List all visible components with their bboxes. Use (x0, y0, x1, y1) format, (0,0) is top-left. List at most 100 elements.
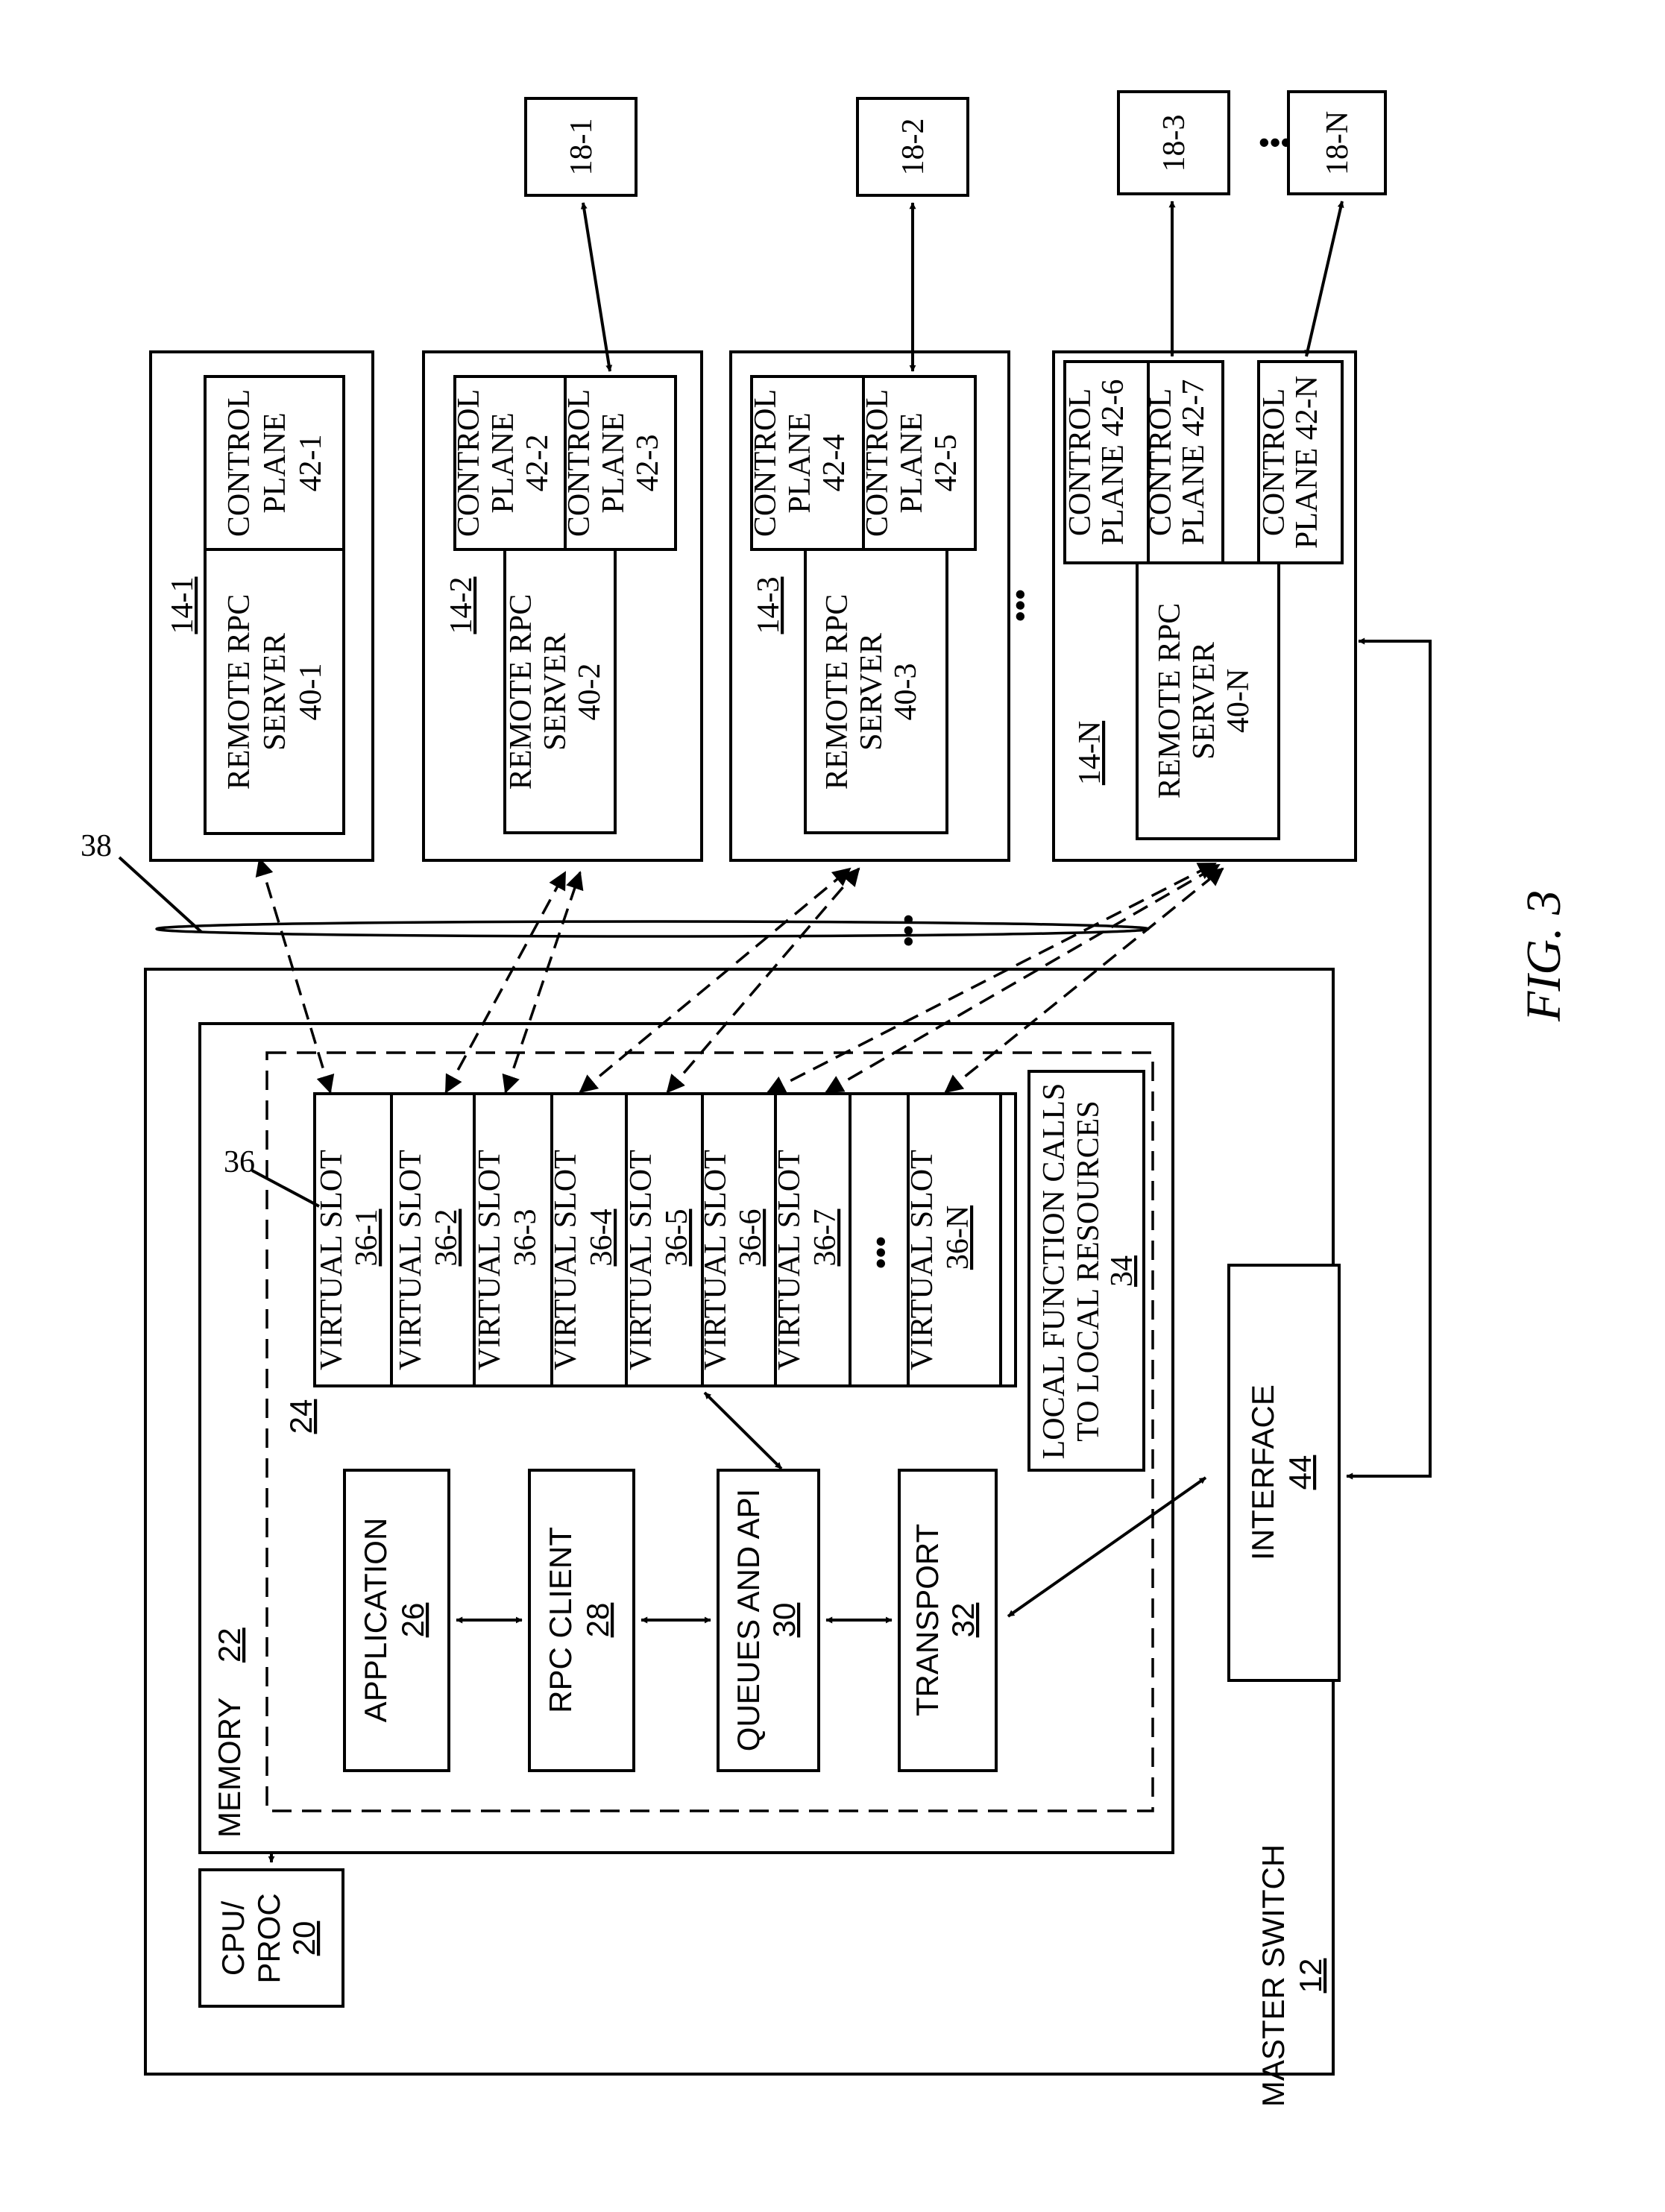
svg-text:QUEUES AND API: QUEUES AND API (731, 1489, 766, 1751)
svg-text:36-4: 36-4 (585, 1209, 619, 1267)
software-ref: 24 (283, 1399, 318, 1434)
remote-switch-14-1: 14-1 REMOTE RPC SERVER 40-1 CONTROL PLAN… (151, 352, 373, 860)
link-bundle-ref: 38 (81, 829, 112, 863)
cpu-proc: CPU/ PROC 20 (200, 1870, 343, 2006)
svg-text:CONTROL: CONTROL (1144, 388, 1178, 536)
svg-text:REMOTE RPC: REMOTE RPC (820, 594, 854, 790)
svg-text:36-1: 36-1 (350, 1209, 384, 1267)
svg-text:36-6: 36-6 (734, 1209, 768, 1267)
svg-text:32: 32 (945, 1603, 981, 1638)
svg-text:14-2: 14-2 (444, 577, 479, 634)
virtual-slots-table: VIRTUAL SLOT 36-1 VIRTUAL SLOT 36-2 VIRT… (315, 1094, 1016, 1386)
svg-text:SERVER: SERVER (258, 633, 292, 751)
svg-text:VIRTUAL SLOT: VIRTUAL SLOT (905, 1150, 939, 1370)
svg-text:SERVER: SERVER (1187, 642, 1221, 760)
svg-text:34: 34 (1105, 1255, 1139, 1287)
svg-text:TO LOCAL RESOURCES: TO LOCAL RESOURCES (1071, 1100, 1106, 1441)
remote-switch-14-3: 14-3 REMOTE RPC SERVER 40-3 CONTROL PLAN… (731, 352, 1009, 860)
svg-text:20: 20 (286, 1921, 321, 1956)
svg-text:44: 44 (1282, 1455, 1318, 1490)
svg-text:PLANE: PLANE (597, 412, 631, 513)
svg-text:40-2: 40-2 (573, 664, 607, 721)
master-switch-label: MASTER SWITCH (1256, 1844, 1291, 2107)
device-18-N: 18-N (1288, 92, 1385, 194)
svg-text:VIRTUAL SLOT: VIRTUAL SLOT (624, 1150, 658, 1370)
svg-text:18-N: 18-N (1321, 111, 1355, 175)
queues-api-box: QUEUES AND API 30 (718, 1470, 819, 1771)
link-18-1 (583, 203, 610, 371)
svg-text:28: 28 (580, 1603, 615, 1638)
application-box: APPLICATION 26 (344, 1470, 449, 1771)
memory-label: MEMORY (212, 1698, 247, 1838)
svg-text:PLANE: PLANE (258, 412, 292, 513)
svg-text:36-3: 36-3 (509, 1209, 543, 1267)
svg-text:40-N: 40-N (1221, 669, 1256, 733)
device-18-1: 18-1 (526, 98, 636, 195)
virtual-slot-ellipsis: ••• (863, 1236, 898, 1269)
svg-text:REMOTE RPC: REMOTE RPC (1153, 603, 1187, 799)
svg-text:36-7: 36-7 (808, 1209, 843, 1267)
svg-text:42-4: 42-4 (817, 435, 852, 492)
svg-text:40-1: 40-1 (294, 664, 328, 721)
svg-text:18-1: 18-1 (564, 119, 599, 176)
interface-box: INTERFACE 44 (1229, 1265, 1339, 1680)
svg-text:36-5: 36-5 (660, 1209, 694, 1267)
svg-text:CONTROL: CONTROL (222, 389, 256, 537)
svg-text:36-N: 36-N (941, 1206, 975, 1270)
svg-text:TRANSPORT: TRANSPORT (910, 1524, 945, 1716)
memory-ref: 22 (212, 1628, 247, 1663)
svg-text:PLANE 42-N: PLANE 42-N (1290, 376, 1324, 549)
rpc-client-box: RPC CLIENT 28 (529, 1470, 634, 1771)
svg-text:CONTROL: CONTROL (1063, 388, 1098, 536)
svg-text:PLANE: PLANE (486, 412, 520, 513)
svg-text:VIRTUAL SLOT: VIRTUAL SLOT (772, 1150, 807, 1370)
svg-text:VIRTUAL SLOT: VIRTUAL SLOT (473, 1150, 507, 1370)
device-18-2: 18-2 (857, 98, 968, 195)
svg-text:42-5: 42-5 (929, 435, 963, 492)
svg-text:VIRTUAL SLOT: VIRTUAL SLOT (549, 1150, 583, 1370)
svg-text:40-3: 40-3 (889, 664, 923, 721)
figure-label: FIG. 3 (1517, 890, 1571, 1022)
svg-text:30: 30 (767, 1603, 802, 1638)
svg-text:18-2: 18-2 (896, 119, 931, 176)
svg-text:SERVER: SERVER (854, 633, 889, 751)
svg-text:CONTROL: CONTROL (1257, 388, 1291, 536)
link-bundle-ellipsis: ••• (890, 914, 925, 947)
remote-switch-14-2: 14-2 REMOTE RPC SERVER 40-2 CONTROL PLAN… (424, 352, 702, 860)
svg-text:PLANE: PLANE (895, 412, 929, 513)
svg-text:PLANE 42-7: PLANE 42-7 (1177, 379, 1211, 546)
svg-text:INTERFACE: INTERFACE (1245, 1384, 1280, 1560)
svg-text:42-3: 42-3 (631, 435, 665, 492)
svg-text:PLANE 42-6: PLANE 42-6 (1096, 379, 1130, 546)
svg-text:14-N: 14-N (1073, 721, 1107, 785)
svg-text:14-1: 14-1 (166, 577, 200, 634)
svg-text:VIRTUAL SLOT: VIRTUAL SLOT (315, 1150, 349, 1370)
switches-ellipsis: ••• (1002, 589, 1037, 622)
svg-text:CONTROL: CONTROL (860, 389, 895, 537)
svg-text:CONTROL: CONTROL (749, 389, 783, 537)
svg-text:14-3: 14-3 (752, 577, 786, 634)
svg-text:SERVER: SERVER (538, 633, 573, 751)
link-bundle-ref-line (119, 857, 201, 932)
svg-text:CONTROL: CONTROL (562, 389, 597, 537)
svg-text:CPU/: CPU/ (215, 1901, 251, 1976)
svg-text:REMOTE RPC: REMOTE RPC (222, 594, 256, 790)
link-18-N (1306, 201, 1342, 356)
svg-text:REMOTE RPC: REMOTE RPC (504, 594, 538, 790)
virtual-slots-ref: 36 (224, 1145, 255, 1179)
svg-text:36-2: 36-2 (429, 1209, 464, 1267)
svg-text:RPC CLIENT: RPC CLIENT (543, 1527, 578, 1713)
link-bundle-38 (157, 921, 1148, 936)
device-18-3: 18-3 (1118, 92, 1229, 194)
svg-text:18-3: 18-3 (1157, 115, 1192, 172)
interface-14N-link (1347, 641, 1430, 1476)
svg-text:VIRTUAL SLOT: VIRTUAL SLOT (394, 1150, 428, 1370)
svg-text:MEMORY: MEMORY (212, 1698, 247, 1838)
svg-text:42-2: 42-2 (520, 435, 555, 492)
local-function-calls-box: LOCAL FUNCTION CALLS TO LOCAL RESOURCES … (1029, 1071, 1144, 1470)
svg-text:PLANE: PLANE (783, 412, 817, 513)
svg-text:42-1: 42-1 (294, 435, 328, 492)
svg-text:LOCAL FUNCTION CALLS: LOCAL FUNCTION CALLS (1037, 1083, 1071, 1460)
transport-box: TRANSPORT 32 (899, 1470, 996, 1771)
